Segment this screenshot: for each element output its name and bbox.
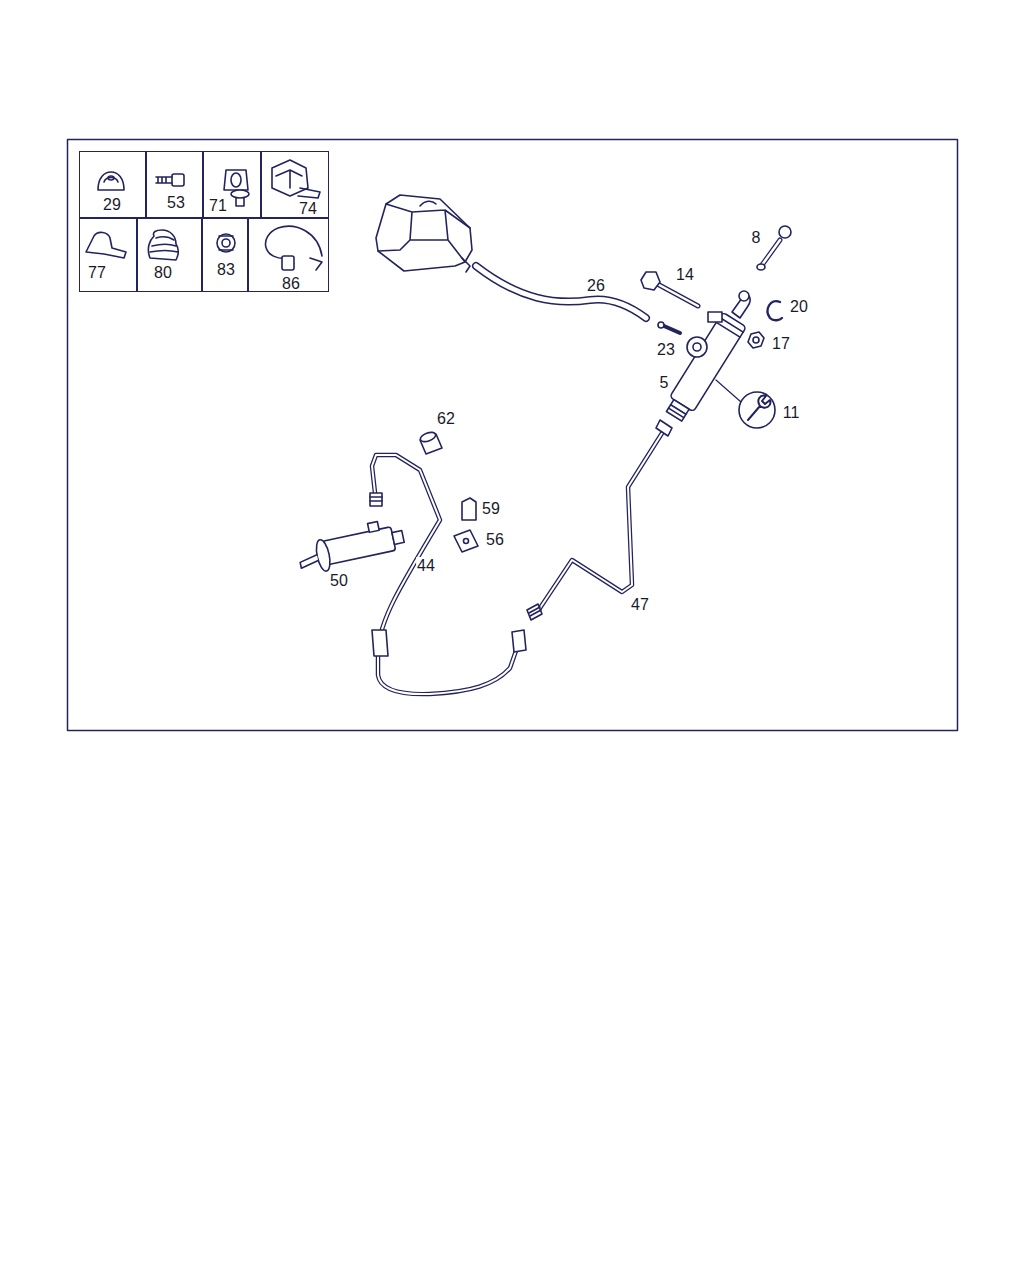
clip <box>768 301 782 320</box>
brake-pipe <box>527 420 672 620</box>
callout-number: 29 <box>103 196 121 214</box>
callout-number: 56 <box>485 531 505 549</box>
callout-number: 8 <box>751 229 762 247</box>
parts-cell: 71 <box>203 151 261 218</box>
parts-cell: 74 <box>261 151 329 218</box>
callout-number: 11 <box>782 404 801 422</box>
callout-number: 71 <box>209 197 227 215</box>
clip <box>462 498 476 520</box>
callout-number: 50 <box>329 572 349 590</box>
slave-cylinder <box>295 517 407 576</box>
bracket <box>454 530 478 552</box>
inset-icons <box>86 160 322 270</box>
wrench-symbol <box>739 392 775 428</box>
callout-number: 62 <box>436 410 456 428</box>
callout-number: 80 <box>154 264 172 282</box>
sleeve <box>419 431 442 454</box>
leader-line <box>716 380 741 402</box>
parts-cell: 29 <box>79 151 146 218</box>
reservoir <box>376 195 472 272</box>
parts-cell: 80 <box>137 218 202 292</box>
hose <box>476 266 646 318</box>
callout-number: 53 <box>167 194 185 212</box>
callout-number: 20 <box>789 298 809 316</box>
callout-number: 26 <box>586 277 606 295</box>
clevis-pin <box>757 226 791 270</box>
callout-number: 59 <box>481 500 501 518</box>
callout-number: 17 <box>771 335 791 353</box>
callout-number: 47 <box>630 596 650 614</box>
callout-number: 5 <box>659 374 670 392</box>
callout-number: 74 <box>299 200 317 218</box>
clutch-line <box>370 455 526 694</box>
parts-cell: 77 <box>79 218 137 292</box>
callout-number: 83 <box>217 261 235 279</box>
parts-cell: 53 <box>146 151 203 218</box>
callout-number: 44 <box>416 557 436 575</box>
parts-cell: 83 <box>202 218 248 292</box>
callout-number: 77 <box>88 264 106 282</box>
nut <box>748 332 764 348</box>
screw <box>658 322 680 333</box>
callout-number: 86 <box>282 275 300 293</box>
callout-number: 23 <box>656 341 676 359</box>
callout-number: 14 <box>675 266 695 284</box>
parts-cell: 86 <box>248 218 329 292</box>
frame <box>68 140 958 731</box>
